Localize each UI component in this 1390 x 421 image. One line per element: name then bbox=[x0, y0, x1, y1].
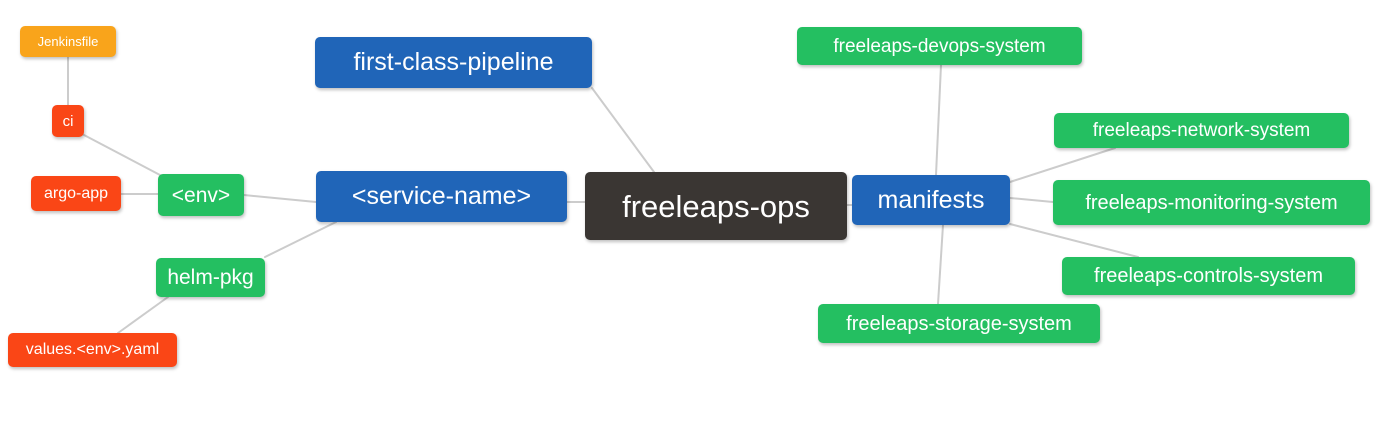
edge-env-to-service-name bbox=[243, 194, 317, 203]
node-helm-pkg[interactable]: helm-pkg bbox=[156, 258, 265, 297]
edge-first-class-pipeline-to-freeleaps-ops bbox=[591, 87, 655, 173]
node-ci[interactable]: ci bbox=[52, 105, 84, 137]
edge-manifests-to-freeleaps-devops-system bbox=[935, 64, 942, 176]
edge-ci-to-env bbox=[83, 134, 161, 176]
node-freeleaps-devops-system[interactable]: freeleaps-devops-system bbox=[797, 27, 1082, 65]
node-env[interactable]: <env> bbox=[158, 174, 244, 216]
node-first-class-pipeline[interactable]: first-class-pipeline bbox=[315, 37, 592, 88]
edge-service-name-to-helm-pkg bbox=[264, 221, 337, 258]
edge-manifests-to-freeleaps-network-system bbox=[1009, 147, 1116, 183]
edge-helm-pkg-to-values-env-yaml bbox=[117, 296, 169, 334]
node-freeleaps-controls-system[interactable]: freeleaps-controls-system bbox=[1062, 257, 1355, 295]
edge-manifests-to-freeleaps-monitoring-system bbox=[1009, 197, 1054, 203]
edge-manifests-to-freeleaps-controls-system bbox=[1009, 223, 1139, 258]
edge-manifests-to-freeleaps-storage-system bbox=[937, 224, 944, 305]
node-values-env-yaml[interactable]: values.<env>.yaml bbox=[8, 333, 177, 367]
node-freeleaps-monitoring-system[interactable]: freeleaps-monitoring-system bbox=[1053, 180, 1370, 225]
node-freeleaps-ops[interactable]: freeleaps-ops bbox=[585, 172, 847, 240]
node-jenkinsfile[interactable]: Jenkinsfile bbox=[20, 26, 116, 57]
node-service-name[interactable]: <service-name> bbox=[316, 171, 567, 222]
node-freeleaps-network-system[interactable]: freeleaps-network-system bbox=[1054, 113, 1349, 148]
node-argo-app[interactable]: argo-app bbox=[31, 176, 121, 211]
node-manifests[interactable]: manifests bbox=[852, 175, 1010, 225]
node-freeleaps-storage-system[interactable]: freeleaps-storage-system bbox=[818, 304, 1100, 343]
